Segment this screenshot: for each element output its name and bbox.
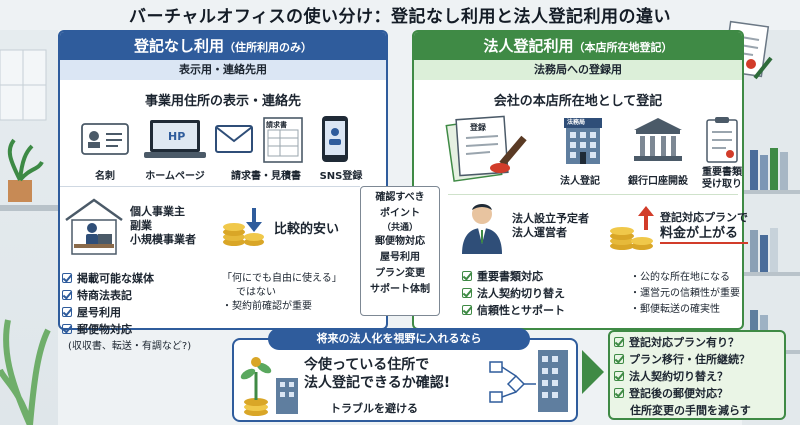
common-point-item: プラン変更 bbox=[375, 268, 425, 279]
right-note-item: ・運営元の信頼性が重要 bbox=[630, 288, 740, 299]
common-points-title: ポイント bbox=[380, 208, 420, 219]
left-note-item: 「何にでも自由に使える」 bbox=[222, 273, 342, 284]
business-card-icon bbox=[81, 123, 129, 155]
check-icon bbox=[614, 337, 624, 347]
right-checklist: 重要書類対応 法人契約切り替え 信頼性とサポート bbox=[462, 268, 565, 319]
check-icon bbox=[614, 354, 624, 364]
icon-label-sns: SNS登録 bbox=[319, 171, 363, 182]
left-user-item: 個人事業主 bbox=[130, 205, 185, 218]
registration-check-item: 法人契約切り替え？ bbox=[614, 368, 751, 385]
laptop-icon bbox=[144, 120, 206, 158]
common-point-item: サポート体制 bbox=[370, 284, 430, 295]
stamp-doc-label: 登録 bbox=[470, 123, 486, 132]
invoice-icon bbox=[263, 117, 303, 163]
arrow-right-icon bbox=[582, 350, 604, 394]
businessman-icon bbox=[462, 204, 502, 254]
laptop-screen-text: HP bbox=[168, 130, 186, 143]
check-icon bbox=[62, 307, 72, 317]
office-background-left bbox=[0, 30, 58, 425]
left-panel bbox=[58, 30, 388, 330]
future-incorporation-caption: トラブルを避ける bbox=[330, 402, 418, 415]
check-icon bbox=[62, 290, 72, 300]
registration-check-item: プラン移行・住所継続？ bbox=[614, 351, 751, 368]
check-icon bbox=[62, 324, 72, 334]
right-notes: ・公的な所在地になる ・運営元の信頼性が重要 ・郵便転送の確実性 bbox=[630, 270, 740, 318]
clipboard-icon bbox=[706, 117, 738, 163]
icon-label-homepage: ホームページ bbox=[145, 171, 205, 182]
check-icon bbox=[462, 271, 472, 281]
right-divider bbox=[448, 194, 738, 195]
icon-label-invoice: 請求書・見積書 bbox=[231, 171, 301, 182]
left-divider bbox=[60, 186, 360, 187]
common-point-item: 郵便物対応 bbox=[375, 236, 425, 247]
right-check-item: 信頼性とサポート bbox=[462, 302, 565, 319]
check-icon bbox=[462, 288, 472, 298]
icon-label-card: 名刺 bbox=[95, 171, 115, 182]
coins-up-icon bbox=[610, 206, 654, 250]
future-incorporation-text: 今使っている住所で 法人登記できるか確認! bbox=[304, 357, 451, 391]
bank-icon bbox=[634, 118, 682, 161]
check-icon bbox=[62, 273, 72, 283]
right-check-item: 重要書類対応 bbox=[462, 268, 565, 285]
right-user-list: 法人設立予定者 法人運営者 bbox=[512, 212, 589, 240]
right-note-item: ・公的な所在地になる bbox=[630, 272, 730, 283]
right-user-item: 法人設立予定者 bbox=[512, 212, 589, 225]
left-checklist: 掲載可能な媒体 特商法表記 屋号利用 郵便物対応 (収収書、転送・有調など?) bbox=[62, 270, 191, 355]
registration-checklist-items: 登記対応プラン有り？ プラン移行・住所継続？ 法人契約切り替え？ 登記後の郵便対… bbox=[614, 334, 751, 419]
invoice-doc-title: 請求書 bbox=[266, 121, 287, 129]
flowchart-building-icon bbox=[489, 350, 568, 412]
registration-stamp-icon bbox=[445, 115, 527, 182]
building-icon bbox=[564, 118, 602, 164]
right-note-item: ・郵便転送の確実性 bbox=[630, 304, 720, 315]
left-check-item: 屋号利用 bbox=[62, 304, 191, 321]
common-points-title: 確認すべき bbox=[375, 192, 425, 203]
left-cost-text: 比較的安い bbox=[274, 222, 340, 237]
registration-check-item: 登記対応プラン有り？ bbox=[614, 334, 751, 351]
smartphone-icon bbox=[322, 116, 348, 162]
left-check-note: (収収書、転送・有調など?) bbox=[68, 341, 192, 352]
page-title: バーチャルオフィスの使い分け：登記なし利用と法人登記利用の違い bbox=[129, 7, 671, 27]
left-panel-heading: 登記なし利用（住所利用のみ） bbox=[60, 32, 386, 60]
left-check-item: 郵便物対応 bbox=[62, 321, 191, 338]
right-check-item: 法人契約切り替え bbox=[462, 285, 565, 302]
check-icon bbox=[614, 371, 624, 381]
check-icon bbox=[462, 305, 472, 315]
registration-checklist bbox=[608, 330, 786, 420]
home-office-icon bbox=[65, 198, 123, 255]
coins-down-icon bbox=[223, 208, 264, 246]
icon-label-documents: 重要書類受け取り bbox=[702, 167, 742, 190]
left-note-item: ・契約前確認が重要 bbox=[222, 301, 312, 312]
future-incorporation-tag: 将来の法人化を視野に入れるなら bbox=[268, 328, 530, 350]
left-panel-subheading: 表示用・連絡先用 bbox=[60, 60, 386, 80]
envelope-icon bbox=[215, 125, 253, 153]
right-panel-heading: 法人登記利用（本店所在地登記） bbox=[414, 32, 742, 60]
icon-label-bank: 銀行口座開設 bbox=[628, 176, 688, 187]
money-plant-icon bbox=[240, 357, 298, 416]
left-notes: 「何にでも自由に使える」 ではない ・契約前確認が重要 bbox=[222, 272, 342, 314]
right-panel-subheading: 法務局への登録用 bbox=[414, 60, 742, 80]
check-icon bbox=[614, 388, 624, 398]
bureau-sign: 法務局 bbox=[567, 119, 586, 126]
common-points-box: 確認すべき ポイント （共通） 郵便物対応 屋号利用 プラン変更 サポート体制 bbox=[360, 186, 440, 316]
registration-check-note: 住所変更の手間を減らす bbox=[630, 404, 751, 417]
left-note-item: ではない bbox=[236, 287, 276, 298]
left-user-item: 小規模事業者 bbox=[130, 233, 196, 246]
right-user-item: 法人運営者 bbox=[512, 226, 567, 239]
common-points-sub: （共通） bbox=[381, 223, 418, 233]
right-lead-text: 会社の本店所在地として登記 bbox=[493, 94, 663, 109]
right-cost-text: 登記対応プランで 料金が上がる bbox=[660, 210, 748, 244]
left-user-list: 個人事業主 副業 小規模事業者 bbox=[130, 205, 196, 247]
left-check-item: 掲載可能な媒体 bbox=[62, 270, 191, 287]
registration-check-item: 登記後の郵便対応？ bbox=[614, 385, 751, 402]
left-user-item: 副業 bbox=[130, 219, 152, 232]
plant-icon bbox=[0, 49, 58, 425]
icon-label-registration: 法人登記 bbox=[560, 176, 600, 187]
left-check-item: 特商法表記 bbox=[62, 287, 191, 304]
common-point-item: 屋号利用 bbox=[380, 252, 420, 263]
left-lead-text: 事業用住所の表示・連絡先 bbox=[144, 94, 301, 109]
